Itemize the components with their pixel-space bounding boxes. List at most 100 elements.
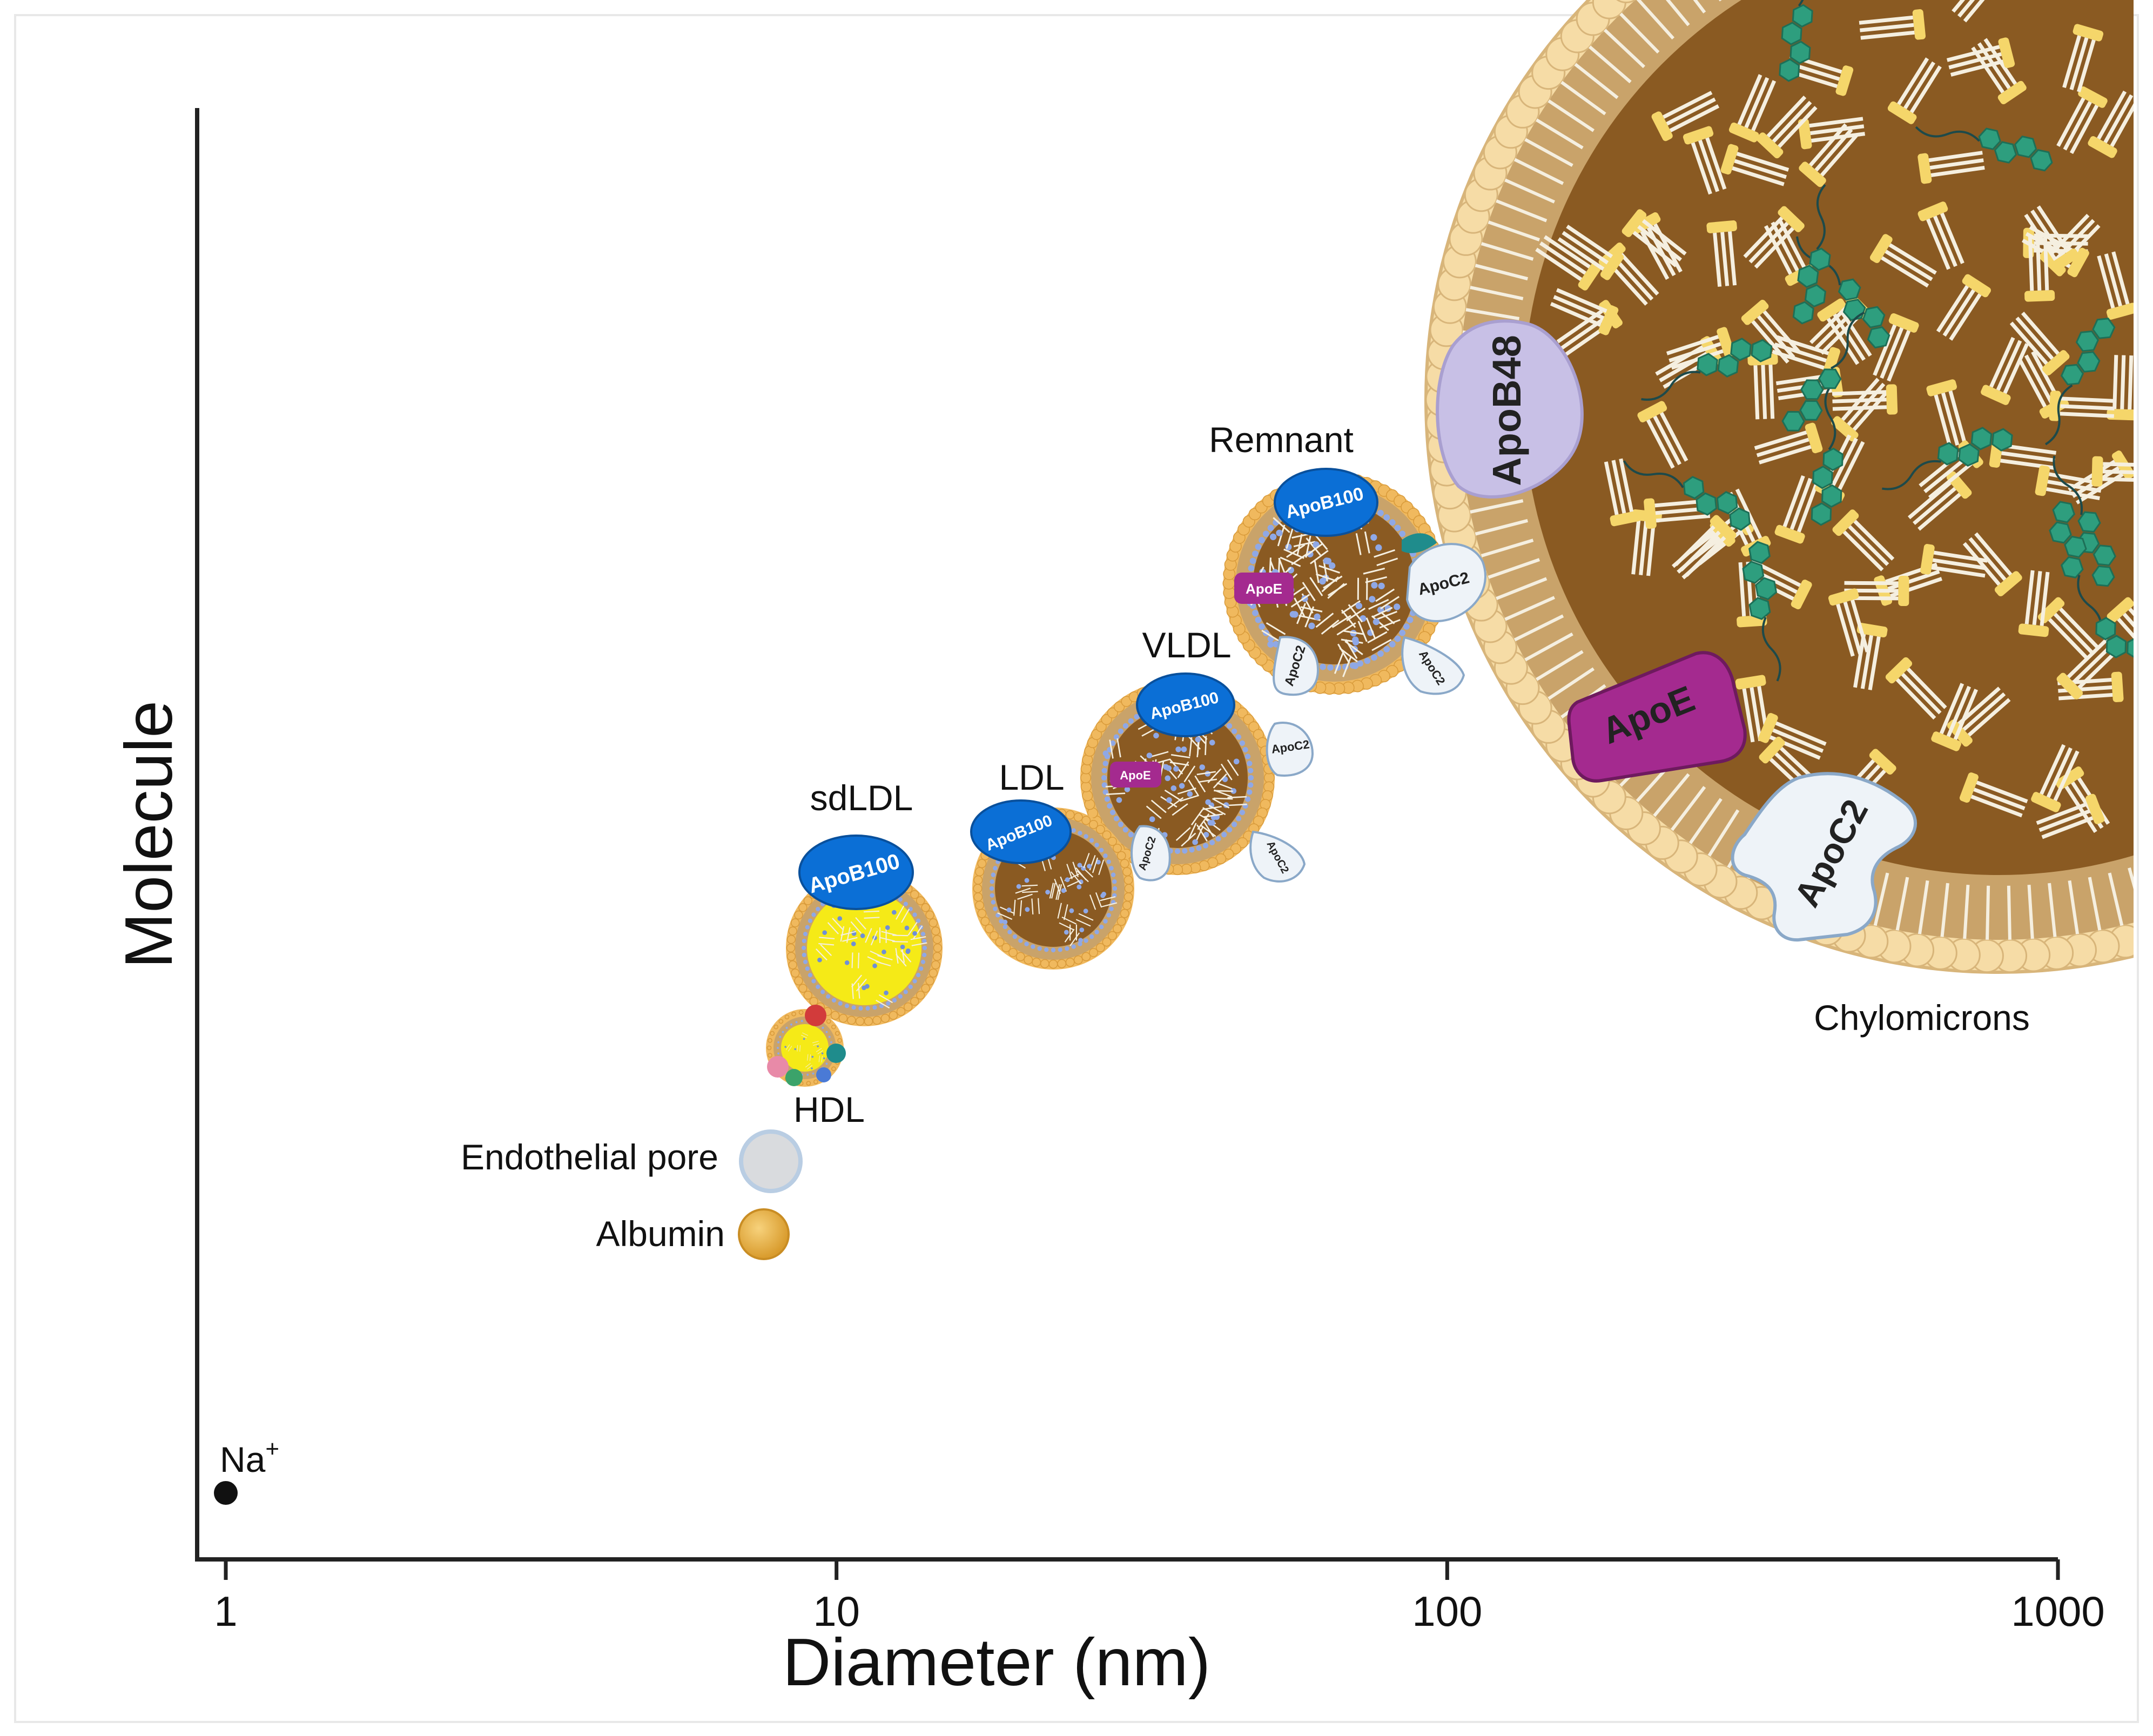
phospholipid-head xyxy=(1095,943,1105,952)
phospholipid-head xyxy=(1080,763,1092,775)
cholesterol-ester xyxy=(1255,616,1262,623)
core-lipid xyxy=(1319,576,1345,599)
phospholipid-head xyxy=(1120,859,1129,869)
apob48-protein: ApoB48 xyxy=(1436,319,1584,499)
cholesterol xyxy=(1742,541,1781,682)
cholesterol-ester xyxy=(1071,828,1076,833)
cholesterol-ester xyxy=(919,966,924,971)
triglyceride xyxy=(2056,86,2108,154)
triglyceride xyxy=(2107,597,2134,661)
cholesterol-ester xyxy=(1259,537,1265,543)
cholesterol-ester xyxy=(1112,893,1117,898)
phospholipid-tail xyxy=(1940,883,1949,937)
cholesterol-ester xyxy=(1109,906,1114,911)
cholesterol-ester xyxy=(1327,664,1334,671)
cholesterol-ester xyxy=(1215,836,1221,842)
cholesterol-ester xyxy=(1255,543,1262,550)
phospholipid-tail xyxy=(1619,12,1660,54)
triglyceride xyxy=(1622,209,1687,267)
cholesterol-ester xyxy=(999,919,1004,924)
cholesterol-ester xyxy=(1007,930,1012,934)
triglyceride xyxy=(1557,225,1624,280)
triglyceride xyxy=(2088,90,2134,158)
phospholipid-head xyxy=(1616,0,1637,4)
phospholipid-head xyxy=(1080,781,1092,792)
core-lipid xyxy=(784,1044,792,1052)
core-lipid xyxy=(1357,577,1378,600)
cholesterol-ester xyxy=(1078,831,1082,836)
phospholipid-tail xyxy=(1560,80,1606,116)
cholesterol-ester xyxy=(1383,514,1390,521)
phospholipid-tail xyxy=(1688,798,1723,844)
cholesterol-ester xyxy=(1245,796,1251,802)
triglyceride xyxy=(1952,0,2001,23)
phospholipid-head xyxy=(786,943,796,953)
triglyceride xyxy=(2091,456,2134,487)
triglyceride xyxy=(1651,91,1720,142)
core-lipid xyxy=(1337,638,1360,664)
cholesterol-ester xyxy=(990,879,994,884)
cholesterol-ester xyxy=(1065,946,1069,951)
cholesterol-ester xyxy=(1235,734,1242,740)
phospholipid-head xyxy=(931,926,940,936)
cholesterol-ester xyxy=(1024,941,1029,946)
phospholipid-head xyxy=(784,1014,790,1020)
cholesterol-ester xyxy=(805,966,810,971)
phospholipid-tail xyxy=(1536,118,1584,150)
cholesterol-ester xyxy=(1267,524,1274,531)
triglyceride xyxy=(1604,458,1641,527)
phospholipid-head xyxy=(831,1024,836,1030)
apob48-label: ApoB48 xyxy=(1484,335,1529,486)
phospholipid-head xyxy=(786,952,796,961)
core-lipid xyxy=(1146,799,1167,823)
core-lipid xyxy=(827,916,844,934)
core-lipid xyxy=(1006,899,1022,917)
phospholipid-head xyxy=(1181,864,1192,875)
cholesterol-ester xyxy=(1389,641,1396,648)
phospholipid-head xyxy=(838,1014,848,1023)
core-lipid xyxy=(805,1063,813,1070)
cholesterol xyxy=(1623,460,1751,531)
phospholipid-tail xyxy=(1917,880,1929,934)
remnant-particle: ApoB100 ApoE ApoC2 ApoC2 ApoC2 xyxy=(1222,468,1486,696)
phospholipid-head xyxy=(798,903,808,912)
triglyceride xyxy=(1674,515,1737,577)
cholesterol-ester xyxy=(1227,723,1233,729)
triglyceride xyxy=(2097,251,2134,320)
phospholipid-head xyxy=(973,892,983,902)
cholesterol-ester xyxy=(1248,565,1255,571)
figure-frame xyxy=(14,14,2139,1723)
vldl-particle: ApoB100 ApoE ApoC2 ApoC2 ApoC2 xyxy=(1080,672,1314,883)
cholesterol-ester xyxy=(993,906,998,911)
cholesterol-ester xyxy=(808,973,812,978)
phospholipid-head xyxy=(1263,772,1275,784)
core-lipid xyxy=(1314,613,1340,635)
cholesterol-ester xyxy=(1357,660,1364,667)
triglyceride xyxy=(2107,355,2134,421)
triglyceride xyxy=(1828,588,1869,657)
phospholipid-head xyxy=(855,1017,865,1026)
phospholipid-head xyxy=(1108,837,1117,846)
core-lipid xyxy=(1015,884,1033,900)
phospholipid-tail xyxy=(1873,872,1889,926)
cholesterol-ester xyxy=(1101,775,1107,781)
vldl-apoc2-a xyxy=(1266,722,1314,777)
cholesterol-ester xyxy=(990,893,994,898)
phospholipid-head xyxy=(768,1038,772,1043)
triglyceride xyxy=(1743,206,1805,269)
cholesterol-ester xyxy=(1128,718,1134,724)
triglyceride xyxy=(1832,509,1895,571)
phospholipid-head xyxy=(1124,884,1134,893)
cholesterol-ester xyxy=(1182,848,1188,854)
core-lipid xyxy=(876,950,893,967)
cholesterol-ester xyxy=(1174,848,1181,854)
cholesterol-ester xyxy=(1018,938,1023,943)
hdl-particle xyxy=(766,1005,846,1087)
phospholipid-tail xyxy=(1707,809,1740,857)
cholesterol-ester xyxy=(1399,629,1406,636)
phospholipid-tail xyxy=(1963,885,1970,939)
core-lipid xyxy=(910,931,927,946)
cholesterol xyxy=(2053,455,2116,587)
sdldl-particle: ApoB100 xyxy=(786,835,943,1026)
